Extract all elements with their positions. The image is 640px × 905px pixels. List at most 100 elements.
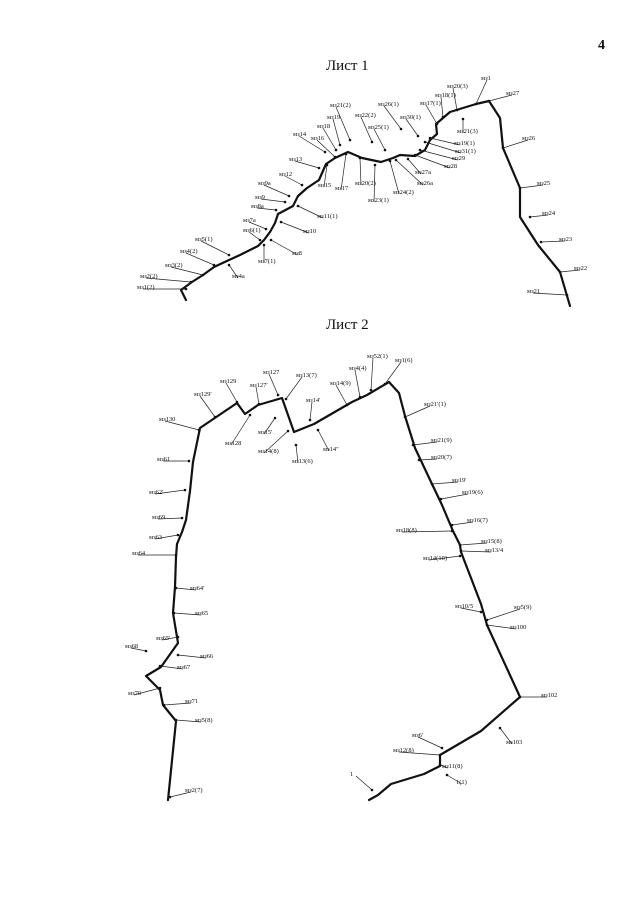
sheet-2-callout: мз19(6) <box>439 489 483 501</box>
sheet-2-node-label: мз6' <box>412 732 423 739</box>
sheet-1-node-label: мз4а <box>232 273 245 280</box>
sheet-2-leader-line <box>460 550 492 553</box>
sheet-2-leader-line <box>401 530 453 533</box>
sheet-2-node-marker <box>370 788 374 792</box>
sheet-2-leader-line <box>486 624 517 630</box>
sheet-1-leader-line <box>323 164 328 188</box>
sheet-2-node-marker <box>197 428 201 432</box>
sheet-1-leader-line <box>322 127 337 151</box>
sheet-2-node-marker <box>417 458 421 462</box>
sheet-2-node-label: мз18(8) <box>396 527 417 534</box>
sheet-2-leader-line <box>154 489 186 495</box>
sheet-1-node-label: мз25 <box>537 180 550 187</box>
sheet-2-node-marker <box>276 393 280 397</box>
sheet-1-callout: мз21 <box>527 288 569 297</box>
sheet-1-node-marker <box>558 270 562 274</box>
sheet-2-callout: мз14' <box>306 397 320 422</box>
sheet-1-node-marker <box>317 166 321 170</box>
sheet-2-leader-line <box>431 481 459 485</box>
sheet-2-callout: мз103 <box>498 726 522 746</box>
sheet-2-node-marker <box>450 523 454 527</box>
sheet-1-node-label: мз20(3) <box>447 83 468 90</box>
sheet-1-leader-line <box>407 158 422 175</box>
sheet-2-node-marker <box>403 415 407 419</box>
sheet-1-leader-line <box>185 252 215 266</box>
sheet-1-callout: мз24(2) <box>388 159 414 196</box>
sheet-1-leader-line <box>294 160 320 169</box>
sheet-1-leader-line <box>519 184 544 189</box>
sheet-1-leader-line <box>395 159 424 186</box>
sheet-2-callout: мз13/4 <box>459 547 504 554</box>
sheet-1-callout: мз30(1) <box>400 114 421 138</box>
sheet-1-leader-line <box>200 240 230 256</box>
sheet-2-node-marker <box>450 529 454 533</box>
sheet-2-leader-line <box>335 384 348 406</box>
sheet-1-leader-line <box>170 266 204 276</box>
sheet-2-node-label: мз21(9) <box>431 437 452 444</box>
sheet-2-leader-line <box>384 361 402 385</box>
sheet-2-node-marker <box>286 429 290 433</box>
sheet-2-node-label: 1(1) <box>456 779 467 786</box>
sheet-1-callout: мз29 <box>418 148 465 162</box>
sheet-1-node-label: мз15 <box>318 182 331 189</box>
sheet-2-node-marker <box>438 763 442 767</box>
sheet-1-leader-line <box>298 135 326 153</box>
sheet-1-node-marker <box>189 280 193 284</box>
sheet-1-node-marker <box>274 208 278 212</box>
sheet-2-node-label: мз14(8) <box>258 448 279 455</box>
sheet-1-node-marker <box>370 140 374 144</box>
sheet-2-node-marker <box>168 795 172 799</box>
sheet-1-node-label: мз27 <box>506 90 520 97</box>
sheet-1-node-label: мз26а <box>417 180 433 187</box>
sheet-2-callout: мз12(8) <box>393 747 442 757</box>
sheet-2-leader-line <box>418 458 438 461</box>
sheet-2-node-label: мз11(8) <box>442 763 463 770</box>
sheet-1-node-label: мз3(2) <box>165 262 183 269</box>
sheet-1-callout: мз1 <box>474 75 491 106</box>
sheet-2-node-marker <box>459 549 463 553</box>
sheet-1-callout: мз19(1) <box>428 136 475 147</box>
sheet-2-callout: мз13(7) <box>284 372 317 401</box>
sheet-2-node-label: мз14" <box>323 446 339 453</box>
sheet-1-node-label: мз29 <box>452 155 465 162</box>
sheet-1-node-label: мз1(2) <box>137 284 155 291</box>
sheet-2-node-label: мз12(8) <box>393 747 414 754</box>
sheet-2-node-marker <box>158 664 162 668</box>
sheet-1-node-label: мз23 <box>559 236 572 243</box>
sheet-1-node-label: мз21 <box>527 288 540 295</box>
sheet-1-node-marker <box>279 220 283 224</box>
sheet-1-node-marker <box>501 146 505 150</box>
sheet-2-callout: мз4(4) <box>349 365 367 399</box>
sheet-2-node-marker <box>187 459 191 463</box>
sheet-1-node-label: мз17 <box>335 185 349 192</box>
sheet-1-node-marker <box>227 253 231 257</box>
sheet-1-node-label: мз22 <box>574 265 587 272</box>
sheet-2-callout: мз20(7) <box>417 454 452 462</box>
sheet-1-leader-line <box>256 207 277 211</box>
sheet-2-node-marker <box>458 554 462 558</box>
sheet-2-node-label: мз10/5 <box>455 603 473 610</box>
sheet-1-leader-line <box>389 160 400 195</box>
sheet-1-node-marker <box>262 243 266 247</box>
sheet-2-leader-line <box>163 702 192 706</box>
sheet-1-leader-line <box>260 198 286 203</box>
sheet-2-title: Лист 2 <box>326 317 369 333</box>
sheet-2-node-label: мз66 <box>200 653 214 660</box>
sheet-1-callout: мз18 <box>317 123 338 152</box>
sheet-1-leader-line <box>359 157 362 186</box>
sheet-2-leader-line <box>404 405 431 418</box>
sheet-2-callout: мз130 <box>159 416 201 432</box>
sheet-2-node-label: мз69 <box>152 514 165 521</box>
sheet-1-node-label: мз18 <box>317 123 330 130</box>
sheet-1-leader-line <box>340 153 347 191</box>
sheet-2-node-marker <box>162 703 166 707</box>
sheet-2-leader-line <box>355 775 373 791</box>
sheet-1-leader-line <box>559 269 581 273</box>
sheet-1-leader-line <box>383 105 402 130</box>
sheet-1-node-marker <box>455 108 459 112</box>
sheet-1-node-marker <box>296 204 300 208</box>
sheet-1-callout: мз27 <box>487 90 520 103</box>
sheet-2-callout: мз15(8) <box>458 538 502 547</box>
sheet-2-node-label: мз103 <box>506 739 522 746</box>
sheet-1-callout: мз23(1) <box>368 163 389 204</box>
